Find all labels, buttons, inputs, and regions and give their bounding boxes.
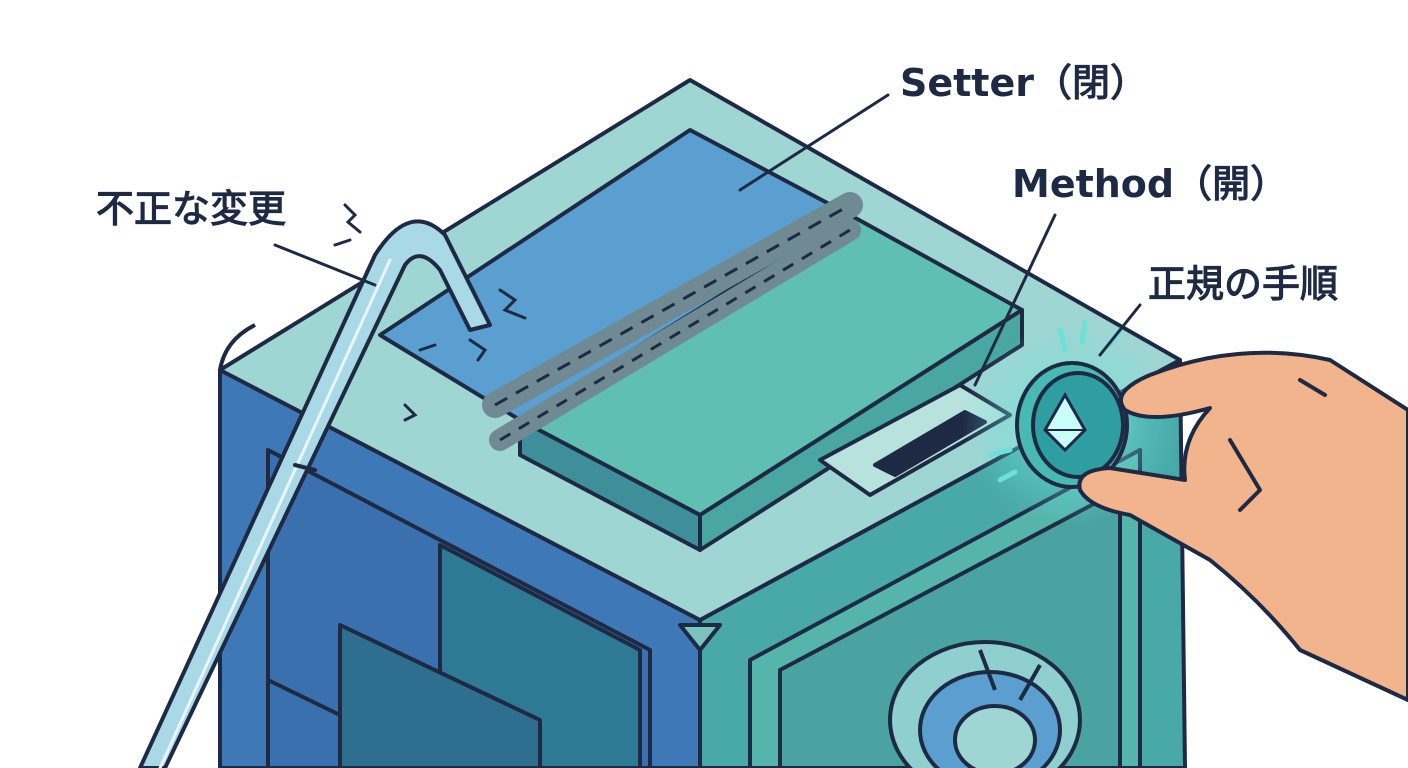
tamper-callout bbox=[275, 245, 375, 285]
proper-label: 正規の手順 bbox=[1148, 265, 1338, 303]
setter-label: Setter（閉） bbox=[900, 64, 1148, 102]
tamper-label: 不正な変更 bbox=[96, 190, 286, 228]
method-label: Method（開） bbox=[1012, 165, 1288, 203]
